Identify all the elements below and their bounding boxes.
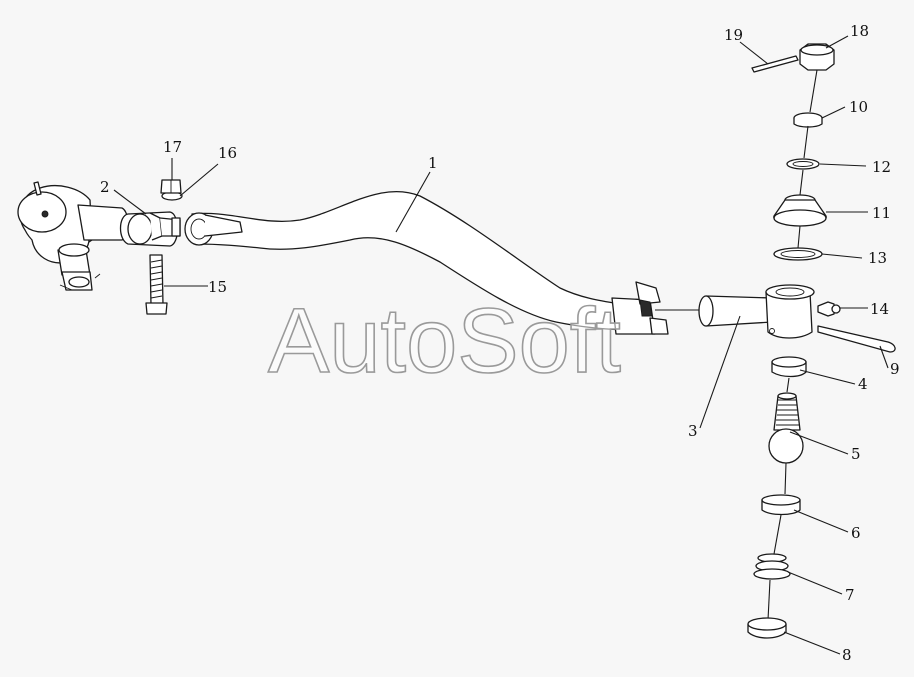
callout-4: 4 [858, 375, 868, 393]
bushing-4 [771, 356, 807, 378]
cotter-pin-top [751, 55, 799, 73]
clamp-bolt [145, 254, 168, 315]
callout-17: 17 [163, 138, 182, 156]
callout-19: 19 [724, 26, 743, 44]
callout-8: 8 [842, 646, 852, 664]
castle-nut [799, 43, 835, 71]
callout-11: 11 [872, 204, 891, 222]
clamp-nut [160, 179, 182, 194]
callout-14: 14 [870, 300, 889, 318]
callout-1: 1 [428, 154, 438, 172]
ball-stud-5 [768, 392, 804, 464]
cap-8 [747, 617, 787, 639]
callout-10: 10 [849, 98, 868, 116]
watermark: AutoSoft [268, 290, 621, 392]
left-tie-rod-end [17, 181, 129, 291]
callout-15: 15 [208, 278, 227, 296]
callout-3: 3 [688, 422, 698, 440]
washer-13 [773, 247, 823, 261]
right-tie-rod-end-housing [698, 284, 815, 339]
callout-18: 18 [850, 22, 869, 40]
left-clamp [119, 211, 181, 247]
callout-13: 13 [868, 249, 887, 267]
tie-rod-tube [184, 191, 700, 335]
leader-lines [113, 35, 889, 655]
bushing-6 [761, 494, 801, 516]
callout-2: 2 [100, 178, 110, 196]
washer-12 [786, 158, 820, 170]
grease-fitting [817, 301, 841, 317]
callout-12: 12 [872, 158, 891, 176]
callout-16: 16 [218, 144, 237, 162]
callout-9: 9 [890, 360, 900, 378]
cotter-pin-lower [817, 325, 896, 353]
callout-7: 7 [845, 586, 855, 604]
ring-10 [793, 112, 823, 128]
callout-5: 5 [851, 445, 861, 463]
callout-6: 6 [851, 524, 861, 542]
spring-7 [753, 553, 791, 580]
dust-boot-11 [773, 194, 827, 227]
